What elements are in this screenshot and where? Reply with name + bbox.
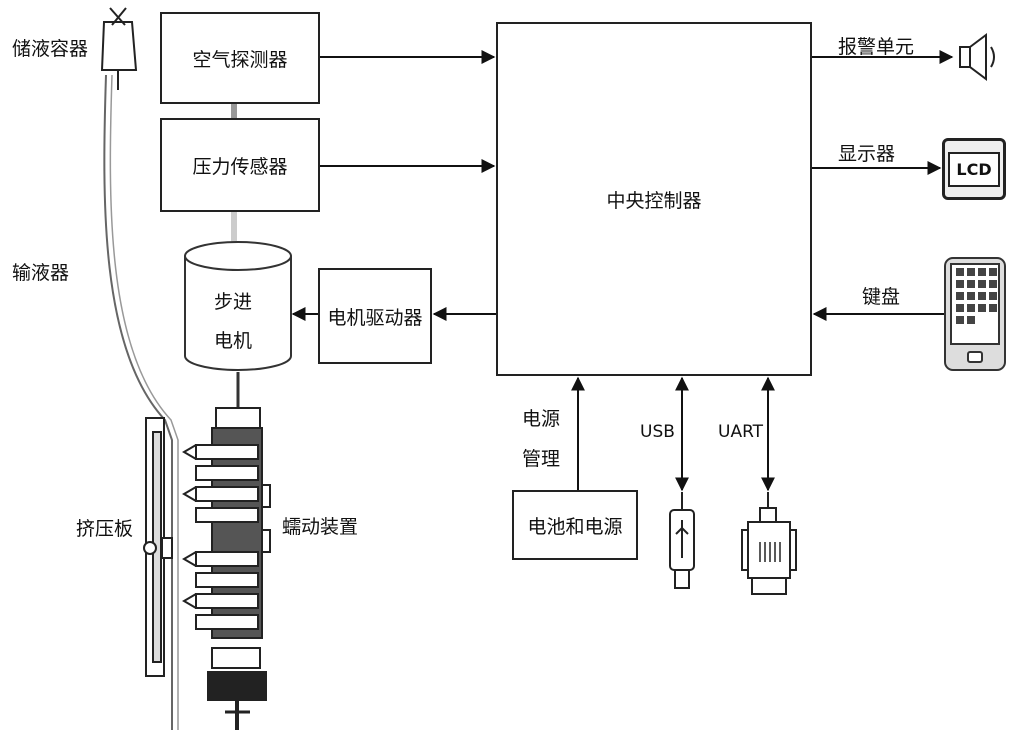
air-detector-label: 空气探测器 [192, 48, 288, 71]
infusion-set-label: 输液器 [12, 262, 70, 284]
lcd-icon: LCD [942, 138, 1006, 200]
pressure-sensor-label: 压力传感器 [192, 155, 288, 178]
central-controller-label: 中央控制器 [606, 189, 702, 212]
lcd-label: LCD [948, 151, 1000, 187]
motor-driver-label: 电机驱动器 [327, 306, 423, 329]
keyboard-label: 键盘 [862, 286, 901, 308]
motor-label-line2: 电机 [214, 330, 253, 352]
display-label: 显示器 [838, 143, 896, 165]
uart-connector-icon [741, 492, 797, 595]
motor-driver-box: 电机驱动器 [318, 268, 432, 364]
battery-label: 电池和电源 [527, 515, 623, 538]
motor-label-line1: 步进 [214, 291, 253, 313]
infusion-tube [103, 74, 173, 730]
squeeze-plate-icon [143, 417, 173, 677]
squeeze-plate-label: 挤压板 [76, 518, 134, 540]
power-mgmt-label-line2: 管理 [522, 448, 561, 470]
keypad-device-icon [944, 257, 1006, 371]
pressure-sensor-box: 压力传感器 [160, 118, 320, 212]
usb-label: USB [640, 422, 675, 442]
stepper-motor-icon [184, 241, 292, 371]
peristaltic-label: 蠕动装置 [282, 516, 359, 538]
air-detector-box: 空气探测器 [160, 12, 320, 104]
peristaltic-mechanism-icon [182, 407, 271, 730]
reservoir-label: 储液容器 [12, 38, 89, 60]
alarm-label: 报警单元 [838, 36, 915, 58]
power-mgmt-label-line1: 电源 [522, 408, 561, 430]
uart-label: UART [718, 422, 764, 442]
speaker-icon [959, 33, 995, 81]
central-controller-box: 中央控制器 [496, 22, 812, 376]
battery-box: 电池和电源 [512, 490, 638, 560]
usb-plug-icon [669, 492, 695, 589]
iv-bag-icon [100, 7, 138, 90]
